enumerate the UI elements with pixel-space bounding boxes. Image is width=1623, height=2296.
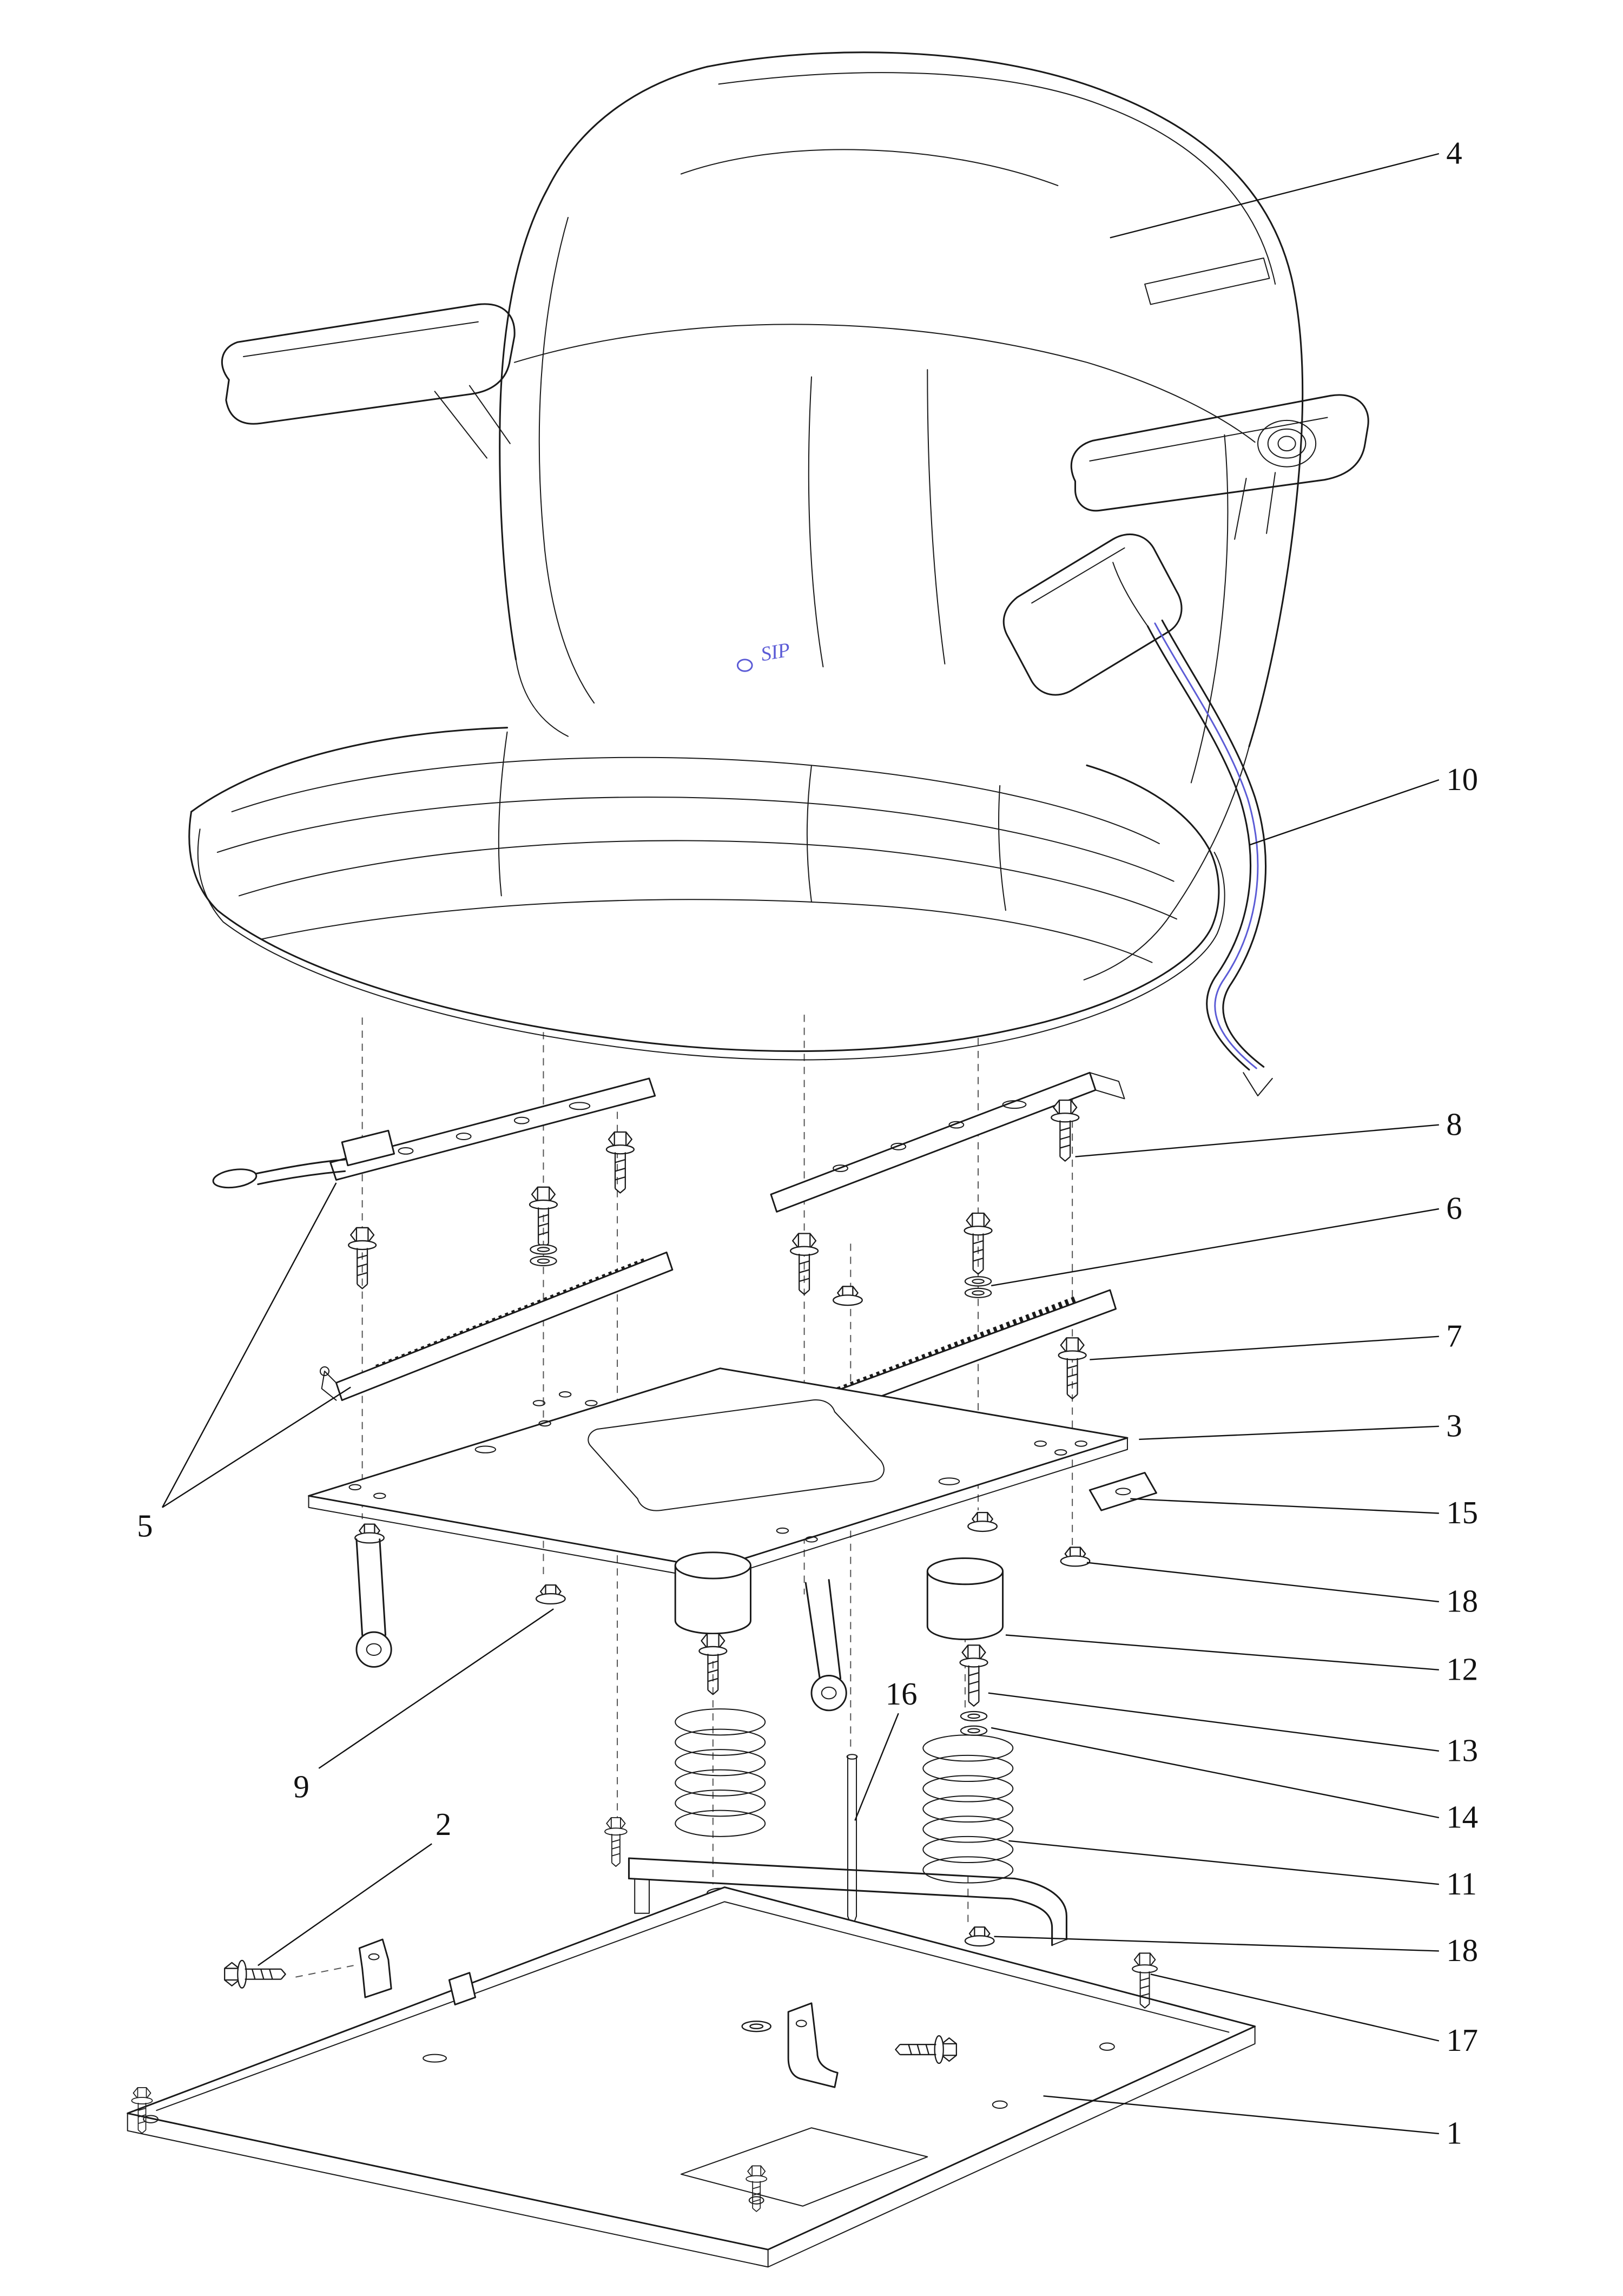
- callout-label-5: 5: [137, 1508, 153, 1543]
- wiring-harness: [1112, 562, 1273, 1097]
- sip-watermark-text: SIP: [759, 639, 791, 666]
- leader-line-5: [161, 1182, 351, 1508]
- callout-label-18a: 18: [1446, 1583, 1478, 1619]
- leader-line-18b: [994, 1936, 1439, 1952]
- leader-line-17: [1150, 1973, 1440, 2042]
- leader-line-6: [991, 1208, 1440, 1287]
- callout-label-4: 4: [1446, 135, 1462, 171]
- callouts: 4 10 8 6 7 3 15 18 12 13 14 11 18 17 1 5…: [137, 135, 1478, 2151]
- rubber-buffers: [674, 1551, 1004, 1641]
- leader-line-9: [318, 1608, 554, 1769]
- leader-line-2: [258, 1843, 432, 1966]
- callout-label-16: 16: [886, 1676, 918, 1712]
- threaded-rod-16: [846, 1754, 858, 1929]
- seat-backrest: [499, 51, 1304, 981]
- support-frame: [604, 1817, 1067, 1947]
- upper-slide-rails: [212, 1071, 1125, 1213]
- base-plate: [127, 1886, 1256, 2268]
- leader-line-11: [1008, 1840, 1439, 1885]
- callout-label-17: 17: [1446, 2022, 1478, 2058]
- leader-line-10: [1249, 779, 1440, 846]
- callout-label-15: 15: [1446, 1495, 1478, 1530]
- right-armrest: [1070, 394, 1369, 540]
- suspension-arms: [355, 1538, 847, 1712]
- callout-label-13: 13: [1446, 1733, 1478, 1768]
- corner-bracket-15: [1088, 1472, 1157, 1511]
- leader-line-1: [1043, 2095, 1439, 2135]
- leader-line-3: [1139, 1425, 1439, 1440]
- leader-line-7: [1090, 1336, 1439, 1360]
- leader-line-14: [991, 1727, 1440, 1819]
- seat-cushion: [188, 727, 1225, 1061]
- callout-label-8: 8: [1446, 1106, 1462, 1142]
- leader-line-15: [1130, 1498, 1439, 1514]
- control-pod: [1002, 533, 1183, 696]
- leader-line-12: [1005, 1634, 1439, 1670]
- mid-fasteners: [348, 1186, 993, 1306]
- callout-label-1: 1: [1446, 2115, 1462, 2151]
- leader-line-13: [988, 1692, 1439, 1752]
- leader-line-4: [1110, 153, 1440, 239]
- leader-line-16: [854, 1713, 899, 1821]
- callout-label-10: 10: [1446, 761, 1478, 797]
- callout-label-12: 12: [1446, 1652, 1478, 1687]
- callout-label-7: 7: [1446, 1318, 1462, 1353]
- leader-line-18a: [1086, 1562, 1439, 1603]
- left-armrest: [221, 303, 516, 459]
- callout-label-6: 6: [1446, 1190, 1462, 1226]
- mounting-plate: [308, 1367, 1129, 1581]
- sip-logo: SIP: [736, 639, 792, 672]
- suspension-springs: [675, 1708, 1014, 1884]
- callout-label-11: 11: [1446, 1866, 1477, 1902]
- callout-label-2: 2: [436, 1806, 451, 1842]
- callout-label-9: 9: [293, 1769, 309, 1805]
- callout-label-18b: 18: [1446, 1932, 1478, 1968]
- callout-label-3: 3: [1446, 1408, 1462, 1444]
- callout-label-14: 14: [1446, 1799, 1478, 1835]
- leader-line-8: [1075, 1124, 1439, 1157]
